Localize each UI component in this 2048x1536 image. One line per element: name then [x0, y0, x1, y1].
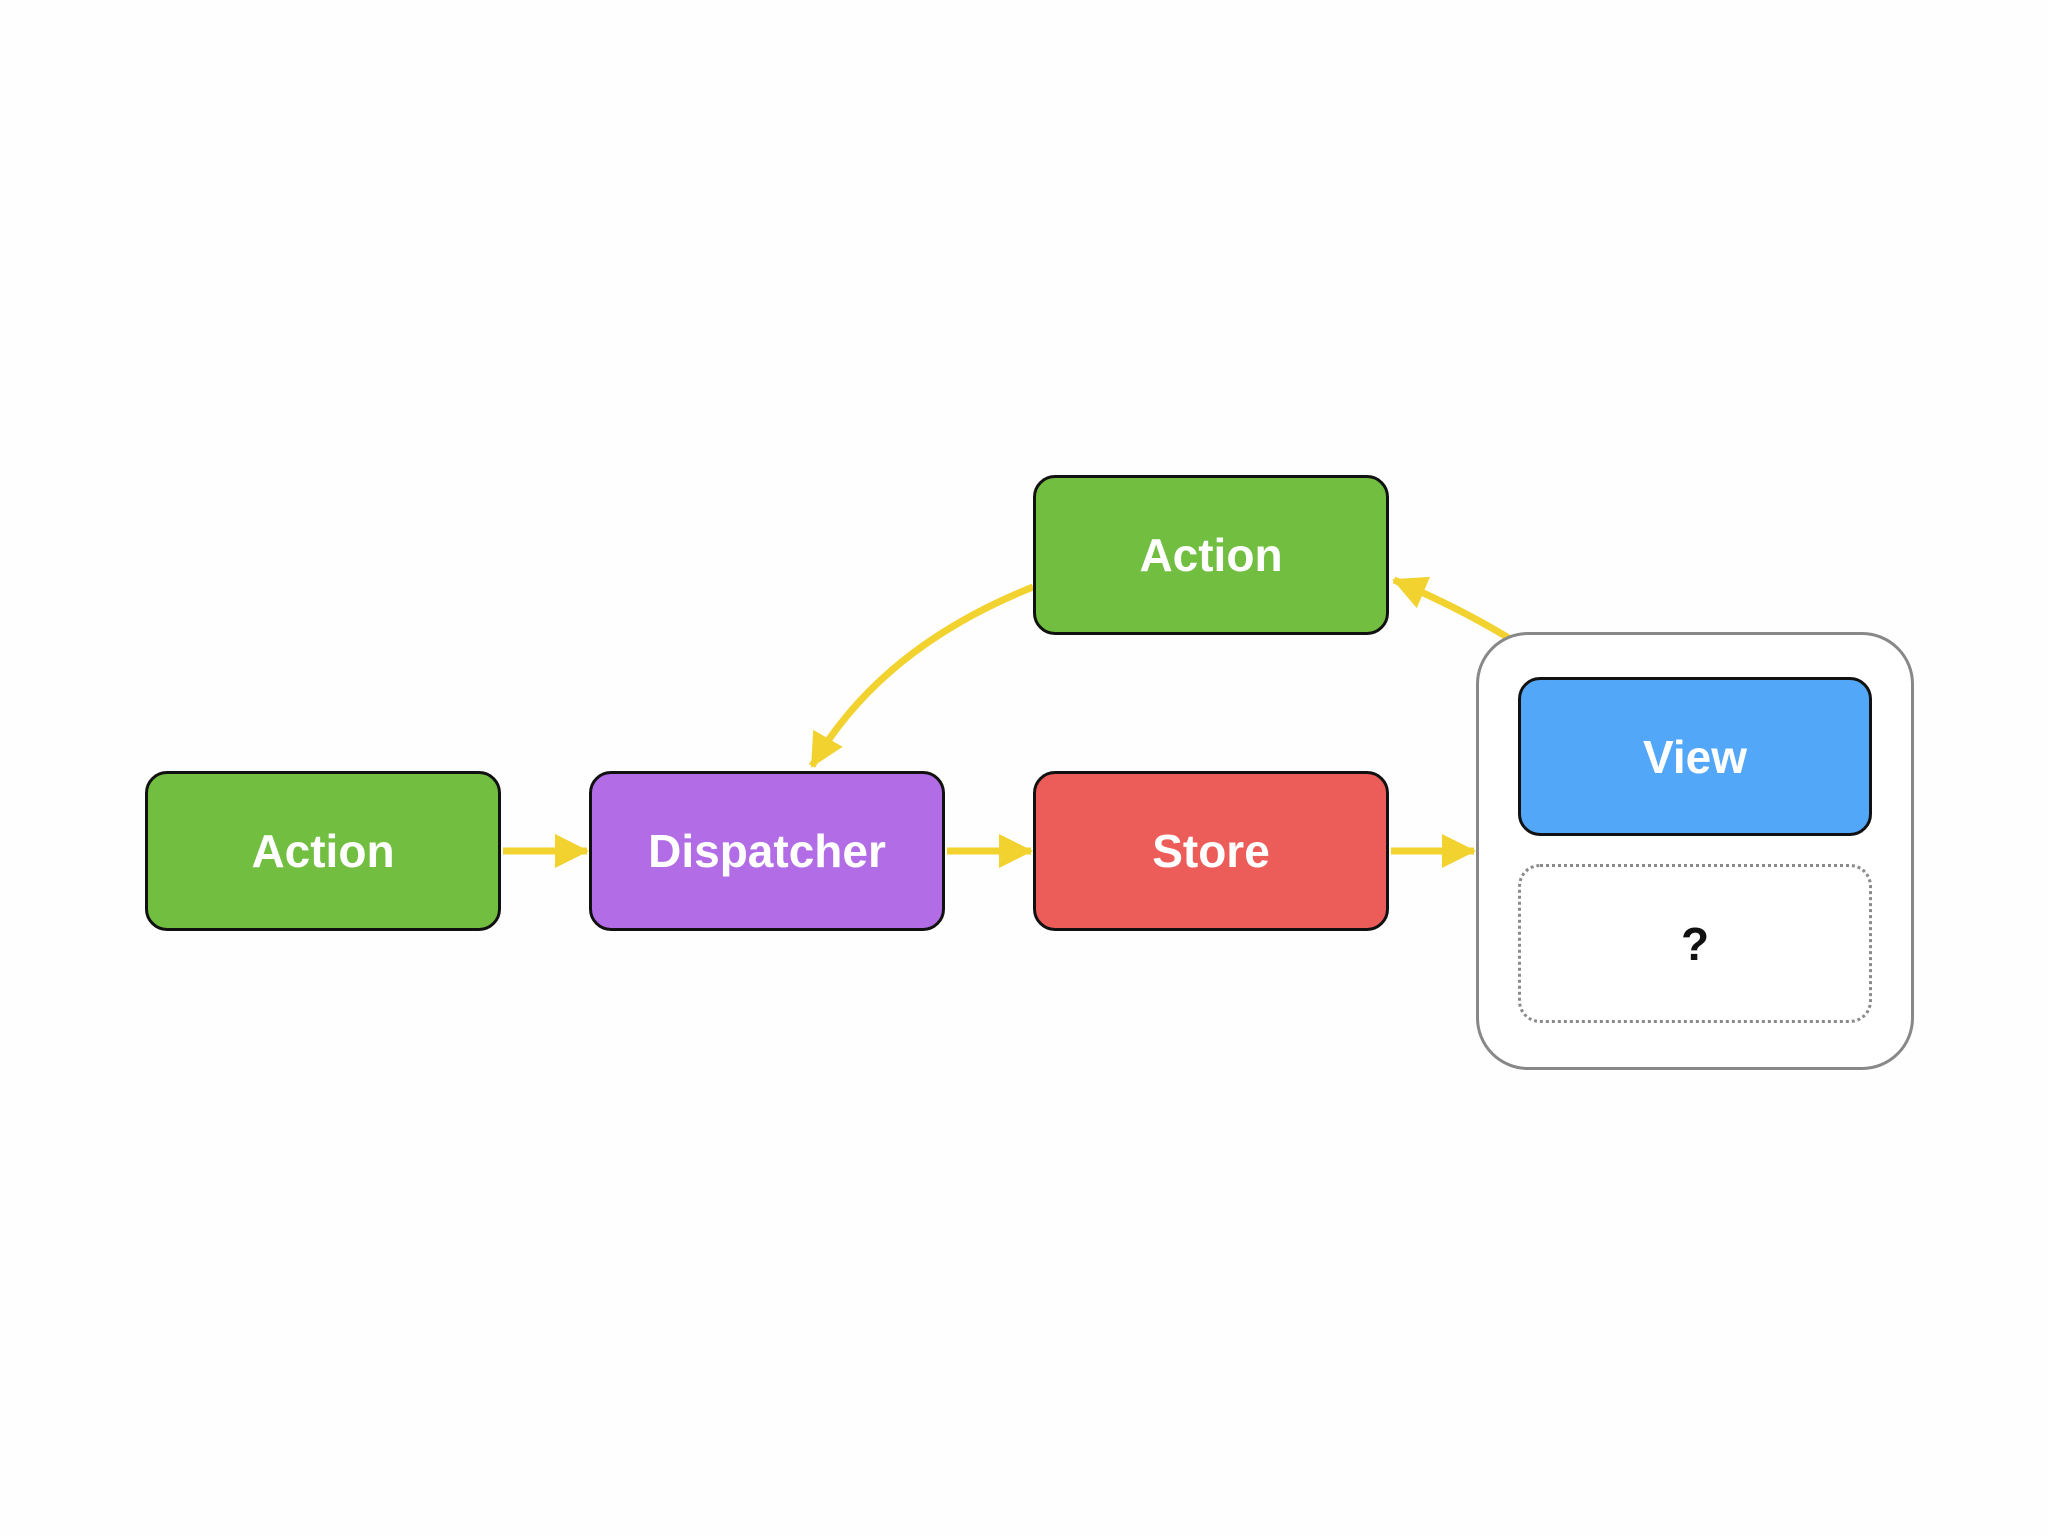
view-node: View — [1518, 677, 1872, 836]
action-node-left: Action — [145, 771, 501, 931]
dispatcher-node: Dispatcher — [589, 771, 945, 931]
arrow-action-to-dispatcher-loop — [808, 583, 1035, 768]
arrow-view-to-action — [1392, 576, 1514, 643]
unknown-placeholder-node: ? — [1518, 864, 1872, 1023]
store-node: Store — [1033, 771, 1389, 931]
action-node-top: Action — [1033, 475, 1389, 635]
